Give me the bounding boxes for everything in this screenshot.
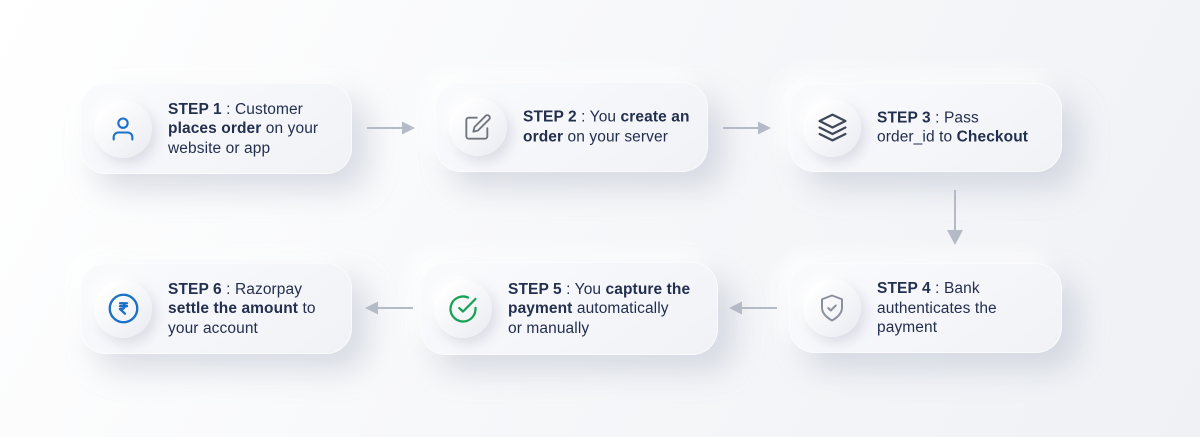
arrow-left-icon bbox=[728, 300, 778, 316]
rupee-circle-icon bbox=[107, 292, 140, 325]
shield-check-icon bbox=[817, 293, 847, 323]
arrow-right-icon bbox=[722, 120, 772, 136]
step-5-icon-circle bbox=[434, 279, 492, 338]
arrow-right-icon bbox=[366, 120, 416, 136]
arrow-left-icon bbox=[364, 300, 414, 316]
check-circle-icon bbox=[448, 294, 478, 324]
step-1-icon-circle bbox=[94, 99, 152, 158]
step-2-icon-circle bbox=[449, 98, 507, 156]
arrow-down-icon bbox=[945, 189, 965, 247]
step-3-icon-circle bbox=[803, 98, 861, 157]
step-4-icon-circle bbox=[803, 279, 861, 337]
step-6-icon-circle bbox=[94, 279, 152, 338]
user-icon bbox=[109, 115, 137, 143]
layers-icon bbox=[817, 112, 848, 143]
edit-icon bbox=[464, 113, 492, 141]
